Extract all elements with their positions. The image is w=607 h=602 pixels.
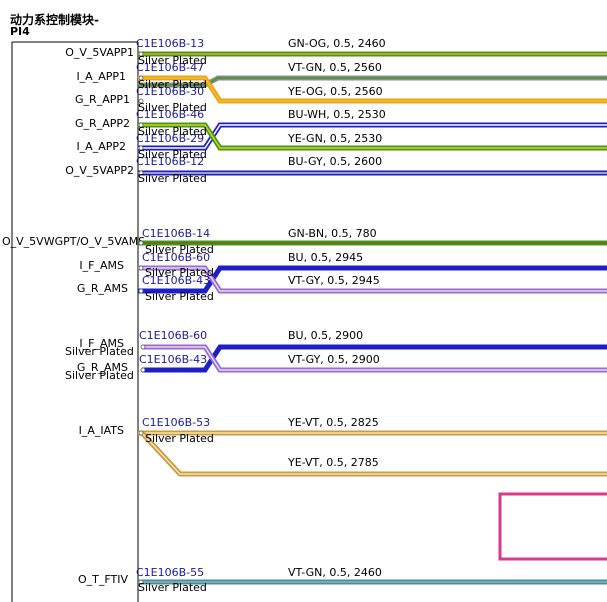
terminal-finish-label: Silver Plated (138, 125, 207, 138)
terminal-finish-label: Silver Plated (138, 78, 207, 91)
pin-label: I_A_APP2 (76, 140, 126, 153)
wire-spec: YE-VT, 0.5, 2785 (287, 456, 379, 469)
terminal-finish-label: Silver Plated (65, 369, 134, 382)
pin-label: I_A_IATS (79, 424, 124, 437)
wire-ye-vt-2 (140, 431, 607, 477)
wire-id: C1E106B-47 (136, 61, 204, 74)
terminal-finish-label: Silver Plated (138, 581, 207, 594)
wire-spec: VT-GY, 0.5, 2945 (288, 274, 380, 287)
wire-spec: VT-GN, 0.5, 2560 (288, 61, 382, 74)
wire-vt-gy-1 (138, 265, 607, 294)
wire-id: C1E106B-12 (136, 155, 204, 168)
wire-id: C1E106B-60 (139, 329, 207, 342)
connector-id: PI4 (10, 25, 30, 38)
pin-label: G_R_APP2 (75, 117, 130, 130)
terminal-finish-label: Silver Plated (138, 54, 207, 67)
wire-spec: GN-BN, 0.5, 780 (288, 227, 377, 240)
terminal-finish-label: Silver Plated (145, 243, 214, 256)
wire-spec: BU-WH, 0.5, 2530 (288, 108, 386, 121)
pin-label: O_V_5VWGPT/O_V_5VAMS (2, 235, 145, 248)
pin-label: I_F_AMS (79, 259, 124, 272)
wire-spec: YE-OG, 0.5, 2560 (287, 85, 383, 98)
wire-vt-gy-2 (142, 344, 607, 373)
terminal-finish-label: Silver Plated (138, 148, 207, 161)
wire-id: C1E106B-43 (142, 274, 210, 287)
terminal-finish-label: Silver Plated (145, 432, 214, 445)
terminal-finish-label: Silver Plated (138, 101, 207, 114)
wire-spec: VT-GN, 0.5, 2460 (288, 566, 382, 579)
pin-label: I_A_APP1 (76, 70, 126, 83)
wire-id: C1E106B-14 (142, 227, 210, 240)
wire-spec: BU, 0.5, 2945 (288, 251, 363, 264)
module-title: 动力系控制模块- (10, 12, 99, 27)
wire-id: C1E106B-46 (136, 108, 204, 121)
wire-spec: YE-VT, 0.5, 2825 (287, 416, 379, 429)
terminal-finish-label: Silver Plated (65, 345, 134, 358)
terminal-finish-label: Silver Plated (145, 266, 214, 279)
wire-spec: YE-GN, 0.5, 2530 (287, 132, 382, 145)
terminal-markers (138, 51, 146, 585)
terminal-finish-label: Silver Plated (145, 290, 214, 303)
wire-spec: BU-GY, 0.5, 2600 (288, 155, 382, 168)
wire-id: C1E106B-29 (136, 132, 204, 145)
pin-label: G_R_AMS (77, 282, 128, 295)
wire-id: C1E106B-30 (136, 85, 204, 98)
wire-spec: BU, 0.5, 2900 (288, 329, 363, 342)
wire-spec: GN-OG, 0.5, 2460 (288, 37, 386, 50)
wire-id: C1E106B-53 (142, 416, 210, 429)
pin-label: I_F_AMS (79, 337, 124, 350)
terminal-finish-label: Silver Plated (138, 172, 207, 185)
wire-id: C1E106B-55 (136, 566, 204, 579)
highlight-box (498, 492, 607, 561)
wire-id: C1E106B-60 (142, 251, 210, 264)
wire-ye-og (138, 75, 607, 104)
wire-ye-gn (138, 122, 607, 151)
pin-label: O_V_5VAPP1 (65, 46, 134, 59)
pin-label: G_R_APP1 (75, 93, 130, 106)
wire-spec: VT-GY, 0.5, 2900 (288, 353, 380, 366)
pin-label: O_T_FTIV (78, 573, 128, 586)
wire-vt-gn-1 (138, 75, 607, 88)
pin-label: O_V_5VAPP2 (65, 164, 134, 177)
pin-label: G_R_AMS (77, 361, 128, 374)
wire-id: C1E106B-13 (136, 37, 204, 50)
wire-id: C1E106B-43 (139, 353, 207, 366)
